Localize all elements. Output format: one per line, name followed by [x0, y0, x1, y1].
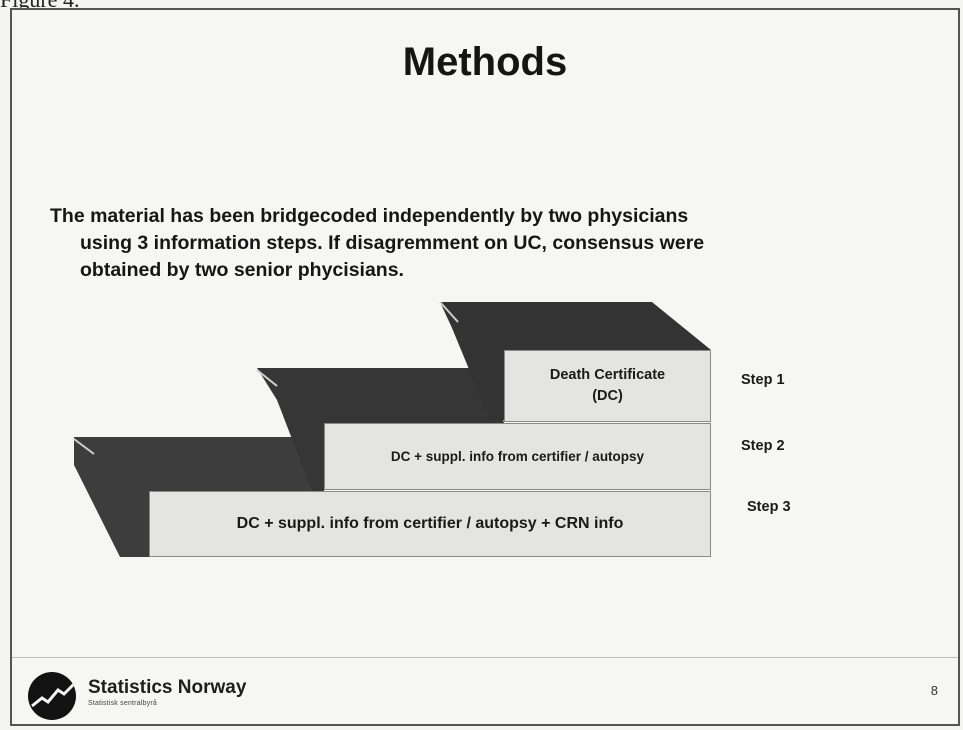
step-2-highlight	[256, 369, 278, 387]
step-2-text: DC + suppl. info from certifier / autops…	[390, 449, 645, 464]
step-2-label: Step 2	[741, 438, 785, 454]
brand-name: Statistics Norway	[88, 677, 247, 698]
step-2-shadow	[257, 368, 504, 491]
step-2-box: DC + suppl. info from certifier / autops…	[324, 423, 711, 490]
step-1-shadow	[440, 302, 711, 420]
step-1-box: Death Certificate (DC)	[504, 350, 711, 422]
page-number: 8	[930, 683, 938, 698]
slide: Methods The material has been bridgecode…	[10, 8, 960, 726]
footer-divider	[12, 657, 958, 658]
step-3-box: DC + suppl. info from certifier / autops…	[149, 491, 711, 557]
body-line-3: obtained by two senior phycisians.	[80, 259, 404, 281]
slide-title: Methods	[402, 40, 568, 84]
staircase-diagram	[73, 301, 711, 557]
step-1-label: Step 1	[741, 372, 785, 388]
body-line-2: using 3 information steps. If disagremme…	[80, 232, 705, 254]
step-1-text-line2: (DC)	[592, 388, 623, 404]
body-line-1: The material has been bridgecoded indepe…	[50, 205, 689, 227]
step-3-shadow	[74, 437, 324, 557]
brand-subtitle: Statistisk sentralbyrå	[88, 700, 157, 707]
step-3-highlight	[73, 438, 95, 455]
step-1-text-line1: Death Certificate	[549, 367, 666, 383]
step-3-label: Step 3	[747, 499, 791, 515]
step-1-highlight	[439, 301, 459, 323]
body-text: The material has been bridgecoded indepe…	[50, 203, 910, 284]
statistics-norway-logo-icon	[28, 672, 76, 720]
step-3-text: DC + suppl. info from certifier / autops…	[236, 515, 624, 532]
